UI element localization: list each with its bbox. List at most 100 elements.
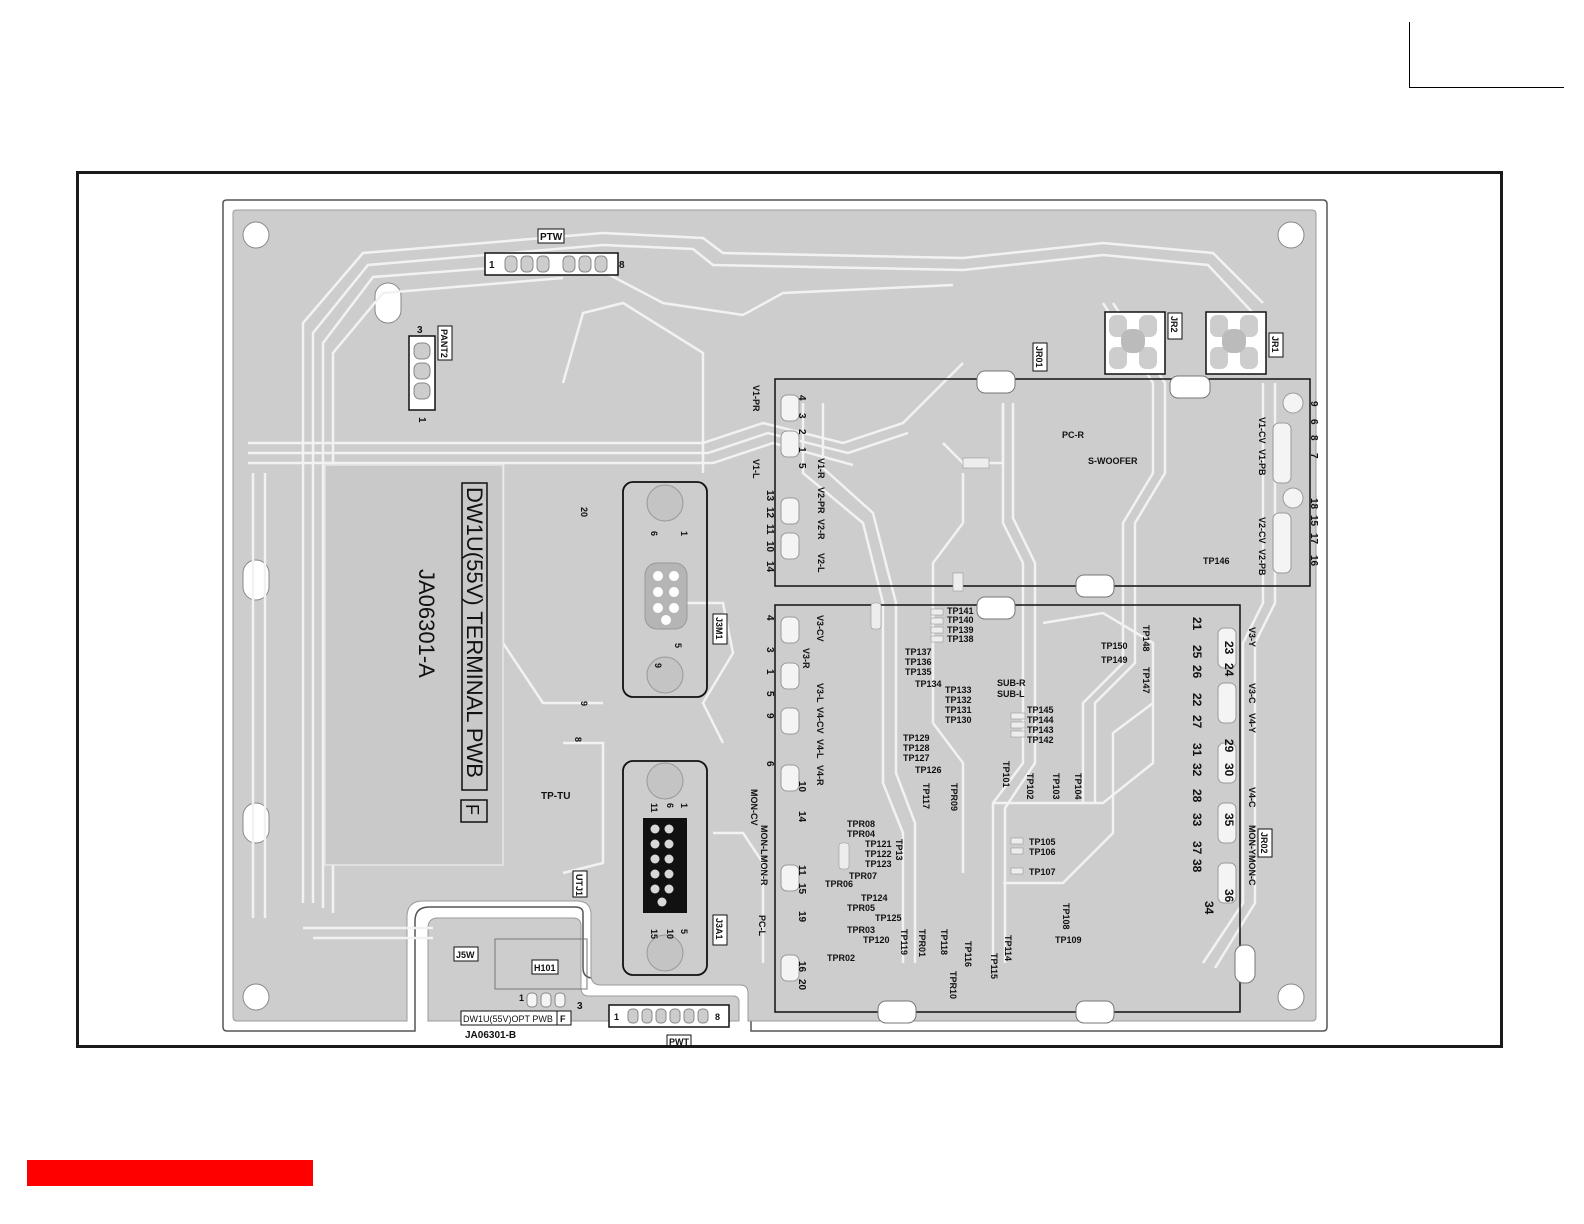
svg-text:15: 15	[1308, 515, 1319, 527]
jr02-label: JR02	[1259, 832, 1269, 854]
h101-label: H101	[534, 963, 556, 973]
svg-text:14: 14	[764, 561, 775, 573]
pant2-pin-1: 1	[416, 417, 427, 423]
pin-numbers-a: 4 3 2 1 5 13 12 11 10 14	[764, 395, 807, 573]
svg-text:34: 34	[1202, 901, 1216, 915]
svg-text:7: 7	[1308, 453, 1319, 459]
svg-text:33: 33	[1190, 813, 1204, 827]
ptw-pin-8: 8	[619, 260, 625, 271]
svg-text:6: 6	[1308, 419, 1319, 425]
ptw-label: PTW	[540, 232, 563, 243]
svg-text:TPR02: TPR02	[827, 953, 855, 963]
svg-text:TP134: TP134	[915, 679, 942, 689]
jr1-label: JR1	[1270, 336, 1280, 353]
main-part-no: JA06301-A	[414, 569, 439, 678]
j3m1-pin-1: 1	[679, 531, 689, 536]
jr1-pads	[1210, 315, 1258, 369]
svg-text:5: 5	[796, 463, 807, 469]
svg-text:TP131: TP131	[945, 705, 972, 715]
sig-v1-pb: V1-PB	[1257, 449, 1267, 476]
sig-v2-r: V2-R	[816, 519, 826, 540]
sig-v1-r: V1-R	[816, 458, 826, 479]
svg-text:TP139: TP139	[947, 625, 974, 635]
svg-text:3: 3	[764, 647, 775, 653]
jr02-label-box	[1257, 828, 1273, 858]
ptw-pads	[504, 255, 608, 273]
svg-text:TP116: TP116	[963, 941, 973, 967]
pin-numbers-d: 21 23 25 26 24 22 27 29 31 32 30 28 33 3…	[1190, 617, 1236, 915]
j3m1-label: J3M1	[714, 617, 724, 640]
svg-text:4: 4	[764, 615, 775, 621]
sig-pc-l: PC-L	[757, 915, 767, 936]
test-points-group4: SUB-R SUB-L TP145 TP144 TP143 TP142 TP10…	[997, 625, 1151, 945]
svg-text:TP150: TP150	[1101, 641, 1128, 651]
svg-text:TP145: TP145	[1027, 705, 1054, 715]
red-bar	[27, 1160, 313, 1186]
svg-text:TP142: TP142	[1027, 735, 1054, 745]
svg-text:22: 22	[1190, 693, 1204, 707]
sig-mon-l: MON-L	[759, 825, 769, 855]
utj1-label-box	[572, 870, 588, 898]
j3a1-pin-10: 10	[665, 929, 675, 939]
main-title-suffix-box	[460, 799, 488, 823]
sig-mon-r: MON-R	[759, 855, 769, 886]
svg-text:32: 32	[1190, 763, 1204, 777]
svg-text:TP148: TP148	[1141, 625, 1151, 652]
svg-text:TP114: TP114	[1003, 935, 1013, 961]
svg-text:TP120: TP120	[863, 935, 890, 945]
pant2-label-box	[437, 325, 453, 361]
component-pads	[838, 457, 1026, 875]
terminal-block-upper	[774, 378, 1311, 587]
sig-v3-c: V3-C	[1247, 683, 1257, 704]
svg-text:10: 10	[764, 541, 775, 553]
svg-text:TP108: TP108	[1061, 903, 1071, 930]
opt-title-suffix-box	[556, 1010, 572, 1026]
svg-text:TP129: TP129	[903, 733, 930, 743]
svg-text:18: 18	[1308, 498, 1319, 510]
svg-text:36: 36	[1222, 889, 1236, 903]
svg-text:TP106: TP106	[1029, 847, 1056, 857]
main-title: DW1U(55V) TERMINAL PWB	[462, 487, 487, 778]
sig-v1-l: V1-L	[751, 459, 761, 479]
svg-text:19: 19	[796, 911, 807, 923]
svg-text:1: 1	[796, 447, 807, 453]
svg-text:TPR01: TPR01	[917, 929, 927, 957]
svg-text:TP124: TP124	[861, 893, 888, 903]
sig-v3-y: V3-Y	[1247, 627, 1257, 647]
opt-board-body	[427, 917, 740, 1022]
svg-text:4: 4	[796, 395, 807, 401]
svg-text:TP13: TP13	[894, 839, 904, 861]
jr2-label: JR2	[1169, 316, 1179, 333]
svg-text:TP149: TP149	[1101, 655, 1128, 665]
mounting-holes	[242, 221, 1305, 1011]
svg-text:26: 26	[1190, 665, 1204, 679]
svg-text:TPR05: TPR05	[847, 903, 875, 913]
jr01-label: JR01	[1034, 346, 1044, 368]
svg-text:10: 10	[796, 781, 807, 793]
svg-text:TP127: TP127	[903, 753, 930, 763]
sig-s-woofer: S-WOOFER	[1088, 456, 1138, 466]
svg-text:TPR04: TPR04	[847, 829, 875, 839]
svg-text:28: 28	[1190, 789, 1204, 803]
svg-text:35: 35	[1222, 813, 1236, 827]
pwt-label-box	[666, 1034, 692, 1045]
svg-text:TP101: TP101	[1001, 761, 1011, 788]
svg-text:38: 38	[1190, 859, 1204, 873]
test-points-group3: TPR08 TPR04 TP121 TP122 TP123 TP13 TPR07…	[825, 819, 1013, 999]
sig-v1-cv: V1-CV	[1257, 417, 1267, 444]
sig-v4-y: V4-Y	[1247, 713, 1257, 733]
j3m1-pin-5: 5	[673, 643, 683, 648]
svg-text:25: 25	[1190, 645, 1204, 659]
svg-text:TP135: TP135	[905, 667, 932, 677]
pant2-label: PANT2	[439, 329, 449, 358]
opt-title: DW1U(55V)OPT PWB	[463, 1014, 553, 1024]
svg-text:9: 9	[764, 713, 775, 719]
j3m1-pin-9b: 9	[579, 701, 589, 706]
page-corner-box	[1409, 22, 1564, 88]
svg-text:11: 11	[796, 865, 807, 876]
svg-text:TP130: TP130	[945, 715, 972, 725]
j5w-label: J5W	[456, 950, 475, 960]
svg-text:30: 30	[1222, 763, 1236, 777]
svg-text:20: 20	[796, 979, 807, 991]
jr2-pads	[1109, 315, 1157, 369]
